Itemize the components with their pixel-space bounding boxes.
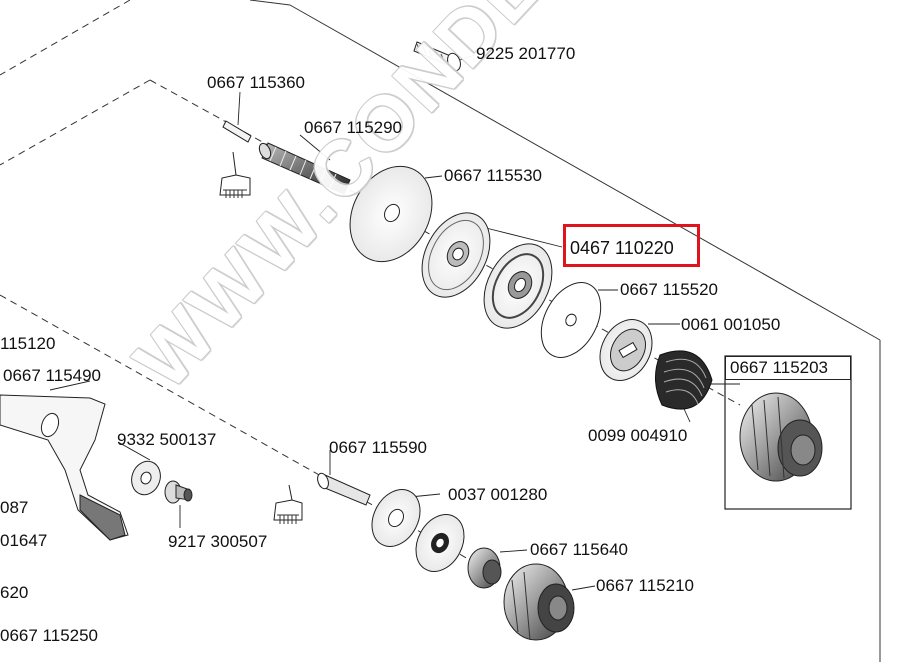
part-label[interactable]: 0667 115360 [207, 73, 306, 92]
leader-line [49, 380, 91, 391]
threaded-rod-part [258, 142, 351, 195]
boxed-knob-group [724, 355, 852, 510]
small-washer-part [131, 460, 161, 496]
drag-knob-part [739, 392, 823, 482]
lever-part [0, 394, 129, 541]
part-label[interactable]: 0061 001050 [681, 315, 781, 334]
part-label[interactable]: 0667 115640 [530, 540, 629, 559]
washer-thin-part [540, 282, 602, 358]
part-label[interactable]: 9225 201770 [476, 44, 576, 63]
part-label[interactable]: 0667 115290 [304, 118, 403, 137]
spring-part [655, 350, 713, 410]
part-label[interactable]: 0667 115250 [0, 626, 99, 645]
part-label-highlighted[interactable]: 0467 110220 [570, 238, 674, 258]
part-label[interactable]: 620 [0, 583, 29, 602]
part-label[interactable]: 0667 115590 [329, 438, 428, 457]
pin-part [219, 120, 252, 198]
part-label[interactable]: 0037 001280 [448, 485, 548, 504]
part-label-boxed[interactable]: 0667 115203 [730, 358, 829, 377]
part-label[interactable]: 0667 115520 [620, 280, 719, 299]
part-label[interactable]: 0667 115210 [596, 576, 695, 595]
leader-line [571, 585, 596, 591]
small-screw-part [164, 480, 193, 504]
leader-line [117, 441, 151, 461]
part-label[interactable]: 9332 500137 [117, 430, 217, 449]
screw-part [413, 41, 461, 72]
leader-line [237, 91, 241, 126]
part-label[interactable]: 087 [0, 498, 29, 517]
part-label[interactable]: 01647 [0, 531, 48, 550]
frame-line [289, 4, 881, 341]
leader-line [299, 134, 331, 161]
washer-large-part [349, 165, 433, 263]
leader-line [499, 549, 528, 553]
leader-line [424, 175, 443, 179]
leader-line [459, 54, 476, 61]
clutch-discs-part [421, 212, 553, 329]
leader-line [485, 227, 563, 248]
frame-line [249, 0, 291, 6]
frame-line [0, 0, 131, 76]
nut-plate-part [599, 319, 653, 381]
part-label[interactable]: 9217 300507 [168, 532, 268, 551]
bushing-part [467, 547, 502, 589]
frame-line [0, 79, 151, 166]
highlight-box [563, 224, 700, 267]
boxed-label-frame [725, 356, 851, 380]
part-label[interactable]: 0667 115490 [3, 366, 102, 385]
part-label[interactable]: 0099 004910 [588, 426, 688, 445]
washer-pair-part [371, 489, 465, 572]
part-label[interactable]: 0667 115530 [444, 166, 543, 185]
part-label[interactable]: 115120 [0, 334, 56, 353]
knob-part [503, 563, 575, 641]
shaft-part [273, 472, 371, 524]
